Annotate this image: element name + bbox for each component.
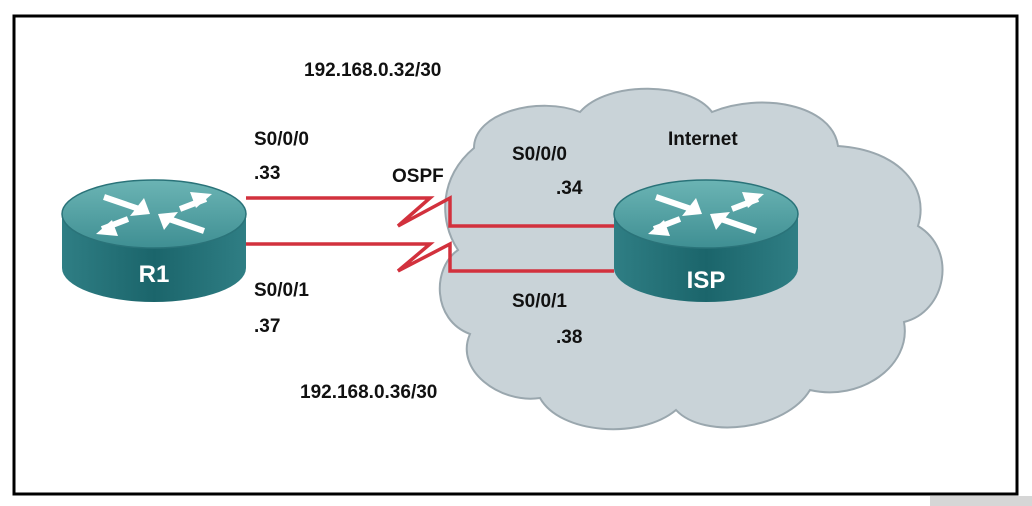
router-isp[interactable]: ISP bbox=[613, 179, 799, 302]
isp-s001-addr: .38 bbox=[556, 327, 582, 348]
r1-s001-addr: .37 bbox=[254, 316, 280, 337]
router-isp-top bbox=[613, 179, 799, 249]
r1-s001-name: S0/0/1 bbox=[254, 280, 309, 301]
protocol-label: OSPF bbox=[392, 166, 444, 187]
isp-s000-addr: .34 bbox=[556, 178, 583, 199]
network-bottom-label: 192.168.0.36/30 bbox=[300, 382, 437, 403]
cloud-label: Internet bbox=[668, 129, 738, 150]
router-arrows-icon bbox=[648, 192, 764, 236]
network-top-label: 192.168.0.32/30 bbox=[304, 60, 441, 81]
r1-s000-addr: .33 bbox=[254, 163, 280, 184]
isp-s001-name: S0/0/1 bbox=[512, 291, 567, 312]
r1-s000-name: S0/0/0 bbox=[254, 129, 309, 150]
router-arrows-icon bbox=[96, 192, 212, 236]
corner-shadow bbox=[930, 496, 1032, 506]
router-r1-top bbox=[61, 179, 247, 249]
isp-s000-name: S0/0/0 bbox=[512, 144, 567, 165]
serial-link-s001 bbox=[246, 241, 614, 273]
router-isp-label: ISP bbox=[687, 267, 726, 294]
router-r1[interactable]: R1 bbox=[61, 179, 247, 302]
serial-link-s000 bbox=[246, 195, 614, 228]
router-r1-label: R1 bbox=[139, 261, 170, 288]
